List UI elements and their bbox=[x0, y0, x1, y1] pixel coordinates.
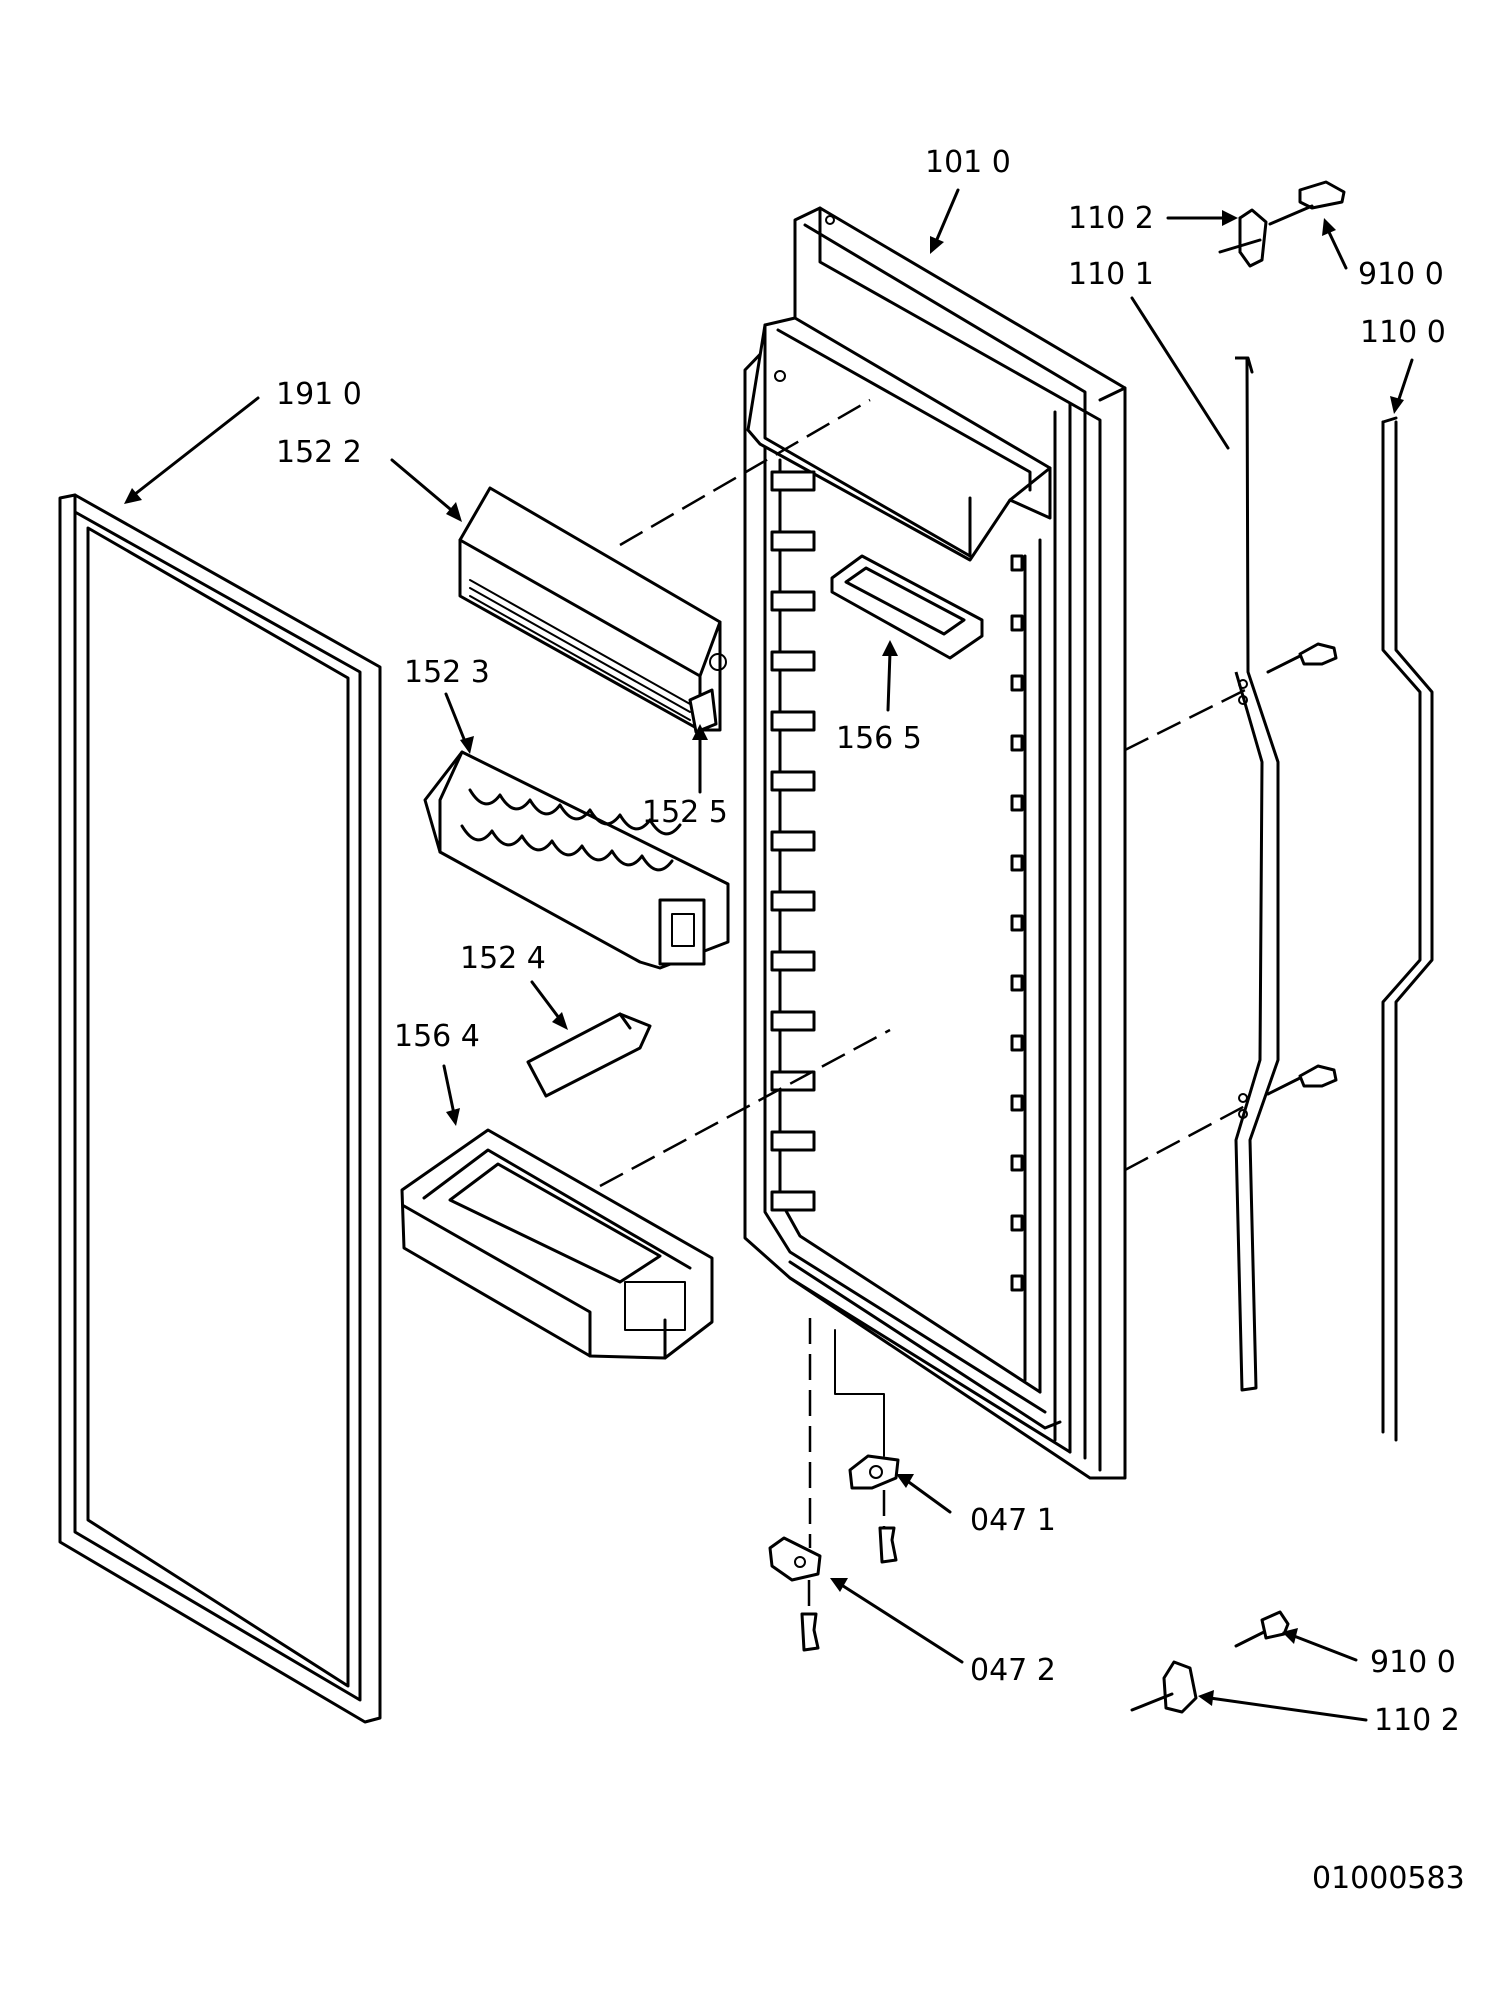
label-110-0: 110 0 bbox=[1360, 315, 1446, 350]
butter-tray bbox=[830, 554, 984, 660]
label-110-2-bottom: 110 2 bbox=[1374, 1703, 1460, 1738]
label-152-4: 152 4 bbox=[460, 941, 546, 976]
hinge-cap-top bbox=[1218, 208, 1268, 268]
label-101-0: 101 0 bbox=[925, 145, 1011, 180]
door-handle-bracket bbox=[1234, 356, 1280, 1392]
dairy-door bbox=[458, 486, 727, 732]
bracket-screw-upper bbox=[1266, 642, 1338, 674]
egg-tray bbox=[423, 750, 730, 970]
label-047-1: 047 1 bbox=[970, 1503, 1056, 1538]
drawing-number: 01000583 bbox=[1312, 1861, 1465, 1896]
upper-hinge-bracket bbox=[848, 1454, 900, 1490]
dairy-door-spring bbox=[688, 688, 718, 734]
assembly-lines bbox=[599, 398, 1246, 1614]
door-inner-liner bbox=[743, 206, 1127, 1480]
lower-hinge-block bbox=[768, 1536, 822, 1582]
label-910-0-top: 910 0 bbox=[1358, 257, 1444, 292]
liner-rib-markers bbox=[1010, 554, 1024, 1292]
door-handle-trim bbox=[1381, 416, 1434, 1442]
screw-top bbox=[1268, 180, 1346, 226]
hinge-cap-bottom bbox=[1130, 1660, 1198, 1714]
label-152-2: 152 2 bbox=[276, 435, 362, 470]
label-156-5: 156 5 bbox=[836, 721, 922, 756]
label-152-3: 152 3 bbox=[404, 655, 490, 690]
hinge-screw-lower bbox=[800, 1612, 820, 1652]
label-156-4: 156 4 bbox=[394, 1019, 480, 1054]
label-152-5: 152 5 bbox=[642, 795, 728, 830]
door-gasket bbox=[58, 493, 382, 1724]
label-047-2: 047 2 bbox=[970, 1653, 1056, 1688]
hinge-screw-upper bbox=[878, 1526, 898, 1564]
liner-shelf-supports bbox=[770, 470, 816, 1212]
label-110-2-top: 110 2 bbox=[1068, 201, 1154, 236]
screw-bottom bbox=[1234, 1610, 1290, 1648]
label-191-0: 191 0 bbox=[276, 377, 362, 412]
door-bin bbox=[400, 1128, 714, 1360]
label-110-1: 110 1 bbox=[1068, 257, 1154, 292]
leader-lines bbox=[124, 188, 1414, 1722]
retainer-bar bbox=[526, 1012, 652, 1098]
part-labels: 101 0 110 2 910 0 110 1 110 0 191 0 152 … bbox=[276, 145, 1465, 1896]
label-910-0-bottom: 910 0 bbox=[1370, 1645, 1456, 1680]
bracket-screw-lower bbox=[1266, 1064, 1338, 1096]
